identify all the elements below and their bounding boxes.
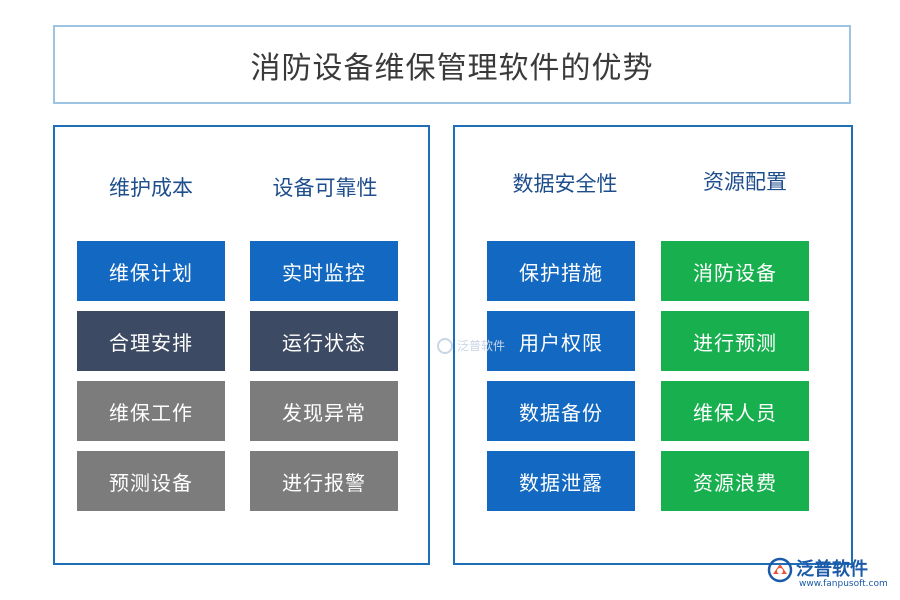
- tile-resource-waste: 资源浪费: [661, 451, 809, 511]
- column-heading-data-security: 数据安全性: [512, 172, 618, 196]
- tile-maintenance-staff: 维保人员: [661, 381, 809, 441]
- tile-maintenance-work: 维保工作: [77, 381, 225, 441]
- tile-data-backup: 数据备份: [487, 381, 635, 441]
- fanpu-logo-icon: [767, 557, 793, 583]
- title-box: 消防设备维保管理软件的优势: [53, 25, 851, 104]
- column-heading-equipment-reliability: 设备可靠性: [272, 176, 378, 200]
- column-heading-resource-allocation: 资源配置: [703, 170, 787, 194]
- watermark-logo-icon: [437, 337, 453, 354]
- tile-running-status: 运行状态: [250, 311, 398, 371]
- tile-fire-equipment: 消防设备: [661, 241, 809, 301]
- tile-maintenance-plan: 维保计划: [77, 241, 225, 301]
- brand-logo: 泛普软件 www.fanpusoft.com: [763, 553, 893, 595]
- tile-make-prediction: 进行预测: [661, 311, 809, 371]
- tile-predict-equipment: 预测设备: [77, 451, 225, 511]
- tile-protection-measures: 保护措施: [487, 241, 635, 301]
- watermark: 泛普软件: [437, 337, 505, 354]
- brand-url: www.fanpusoft.com: [799, 579, 888, 589]
- tile-user-permissions: 用户权限: [487, 311, 635, 371]
- tile-realtime-monitoring: 实时监控: [250, 241, 398, 301]
- watermark-text: 泛普软件: [457, 339, 506, 353]
- tile-raise-alarm: 进行报警: [250, 451, 398, 511]
- tile-detect-anomaly: 发现异常: [250, 381, 398, 441]
- brand-name: 泛普软件: [796, 559, 868, 580]
- column-heading-maintenance-cost: 维护成本: [109, 176, 193, 200]
- page-title: 消防设备维保管理软件的优势: [250, 50, 654, 86]
- tile-reasonable-arrangement: 合理安排: [77, 311, 225, 371]
- tile-data-leak: 数据泄露: [487, 451, 635, 511]
